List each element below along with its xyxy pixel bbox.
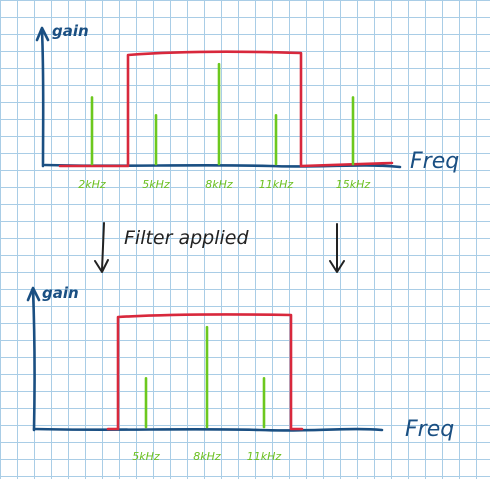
top-y-axis [40, 28, 45, 168]
filter-applied-text: Filter applied [124, 227, 249, 249]
filter-applied-annotation: Filter applied [94, 222, 345, 273]
tick-label-5khz: 5kHz [132, 450, 160, 463]
bottom-gain-label: gain [42, 284, 79, 302]
top-gain-label: gain [52, 22, 89, 40]
bottom-x-axis [32, 427, 384, 432]
top-freq-label: Freq [410, 149, 459, 174]
bottom-tick-labels: 5kHz 8kHz 11kHz [132, 450, 281, 463]
top-filter-window [58, 50, 394, 168]
bottom-y-axis [31, 288, 36, 432]
left-down-arrow [94, 222, 109, 273]
tick-label-8khz: 8kHz [193, 450, 221, 463]
top-signal-bars [90, 62, 355, 166]
tick-label-8khz: 8kHz [205, 178, 233, 191]
tick-label-5khz: 5kHz [142, 178, 170, 191]
tick-label-11khz: 11kHz [259, 178, 294, 191]
bottom-plot: gain Freq 5kHz 8kHz 11kHz [26, 284, 454, 463]
top-y-axis-arrow [35, 26, 50, 42]
bottom-filter-window [106, 313, 304, 431]
tick-label-2khz: 2kHz [78, 178, 106, 191]
tick-label-15khz: 15kHz [336, 178, 371, 191]
bottom-freq-label: Freq [405, 417, 454, 442]
top-plot: gain Freq 2kHz 5kHz 8kHz 11kHz 15kHz [35, 22, 459, 191]
bottom-signal-bars [144, 325, 266, 429]
tick-label-11khz: 11kHz [247, 450, 282, 463]
right-down-arrow [329, 223, 345, 273]
top-tick-labels: 2kHz 5kHz 8kHz 11kHz 15kHz [78, 178, 370, 191]
bottom-y-axis-arrow [26, 286, 41, 302]
